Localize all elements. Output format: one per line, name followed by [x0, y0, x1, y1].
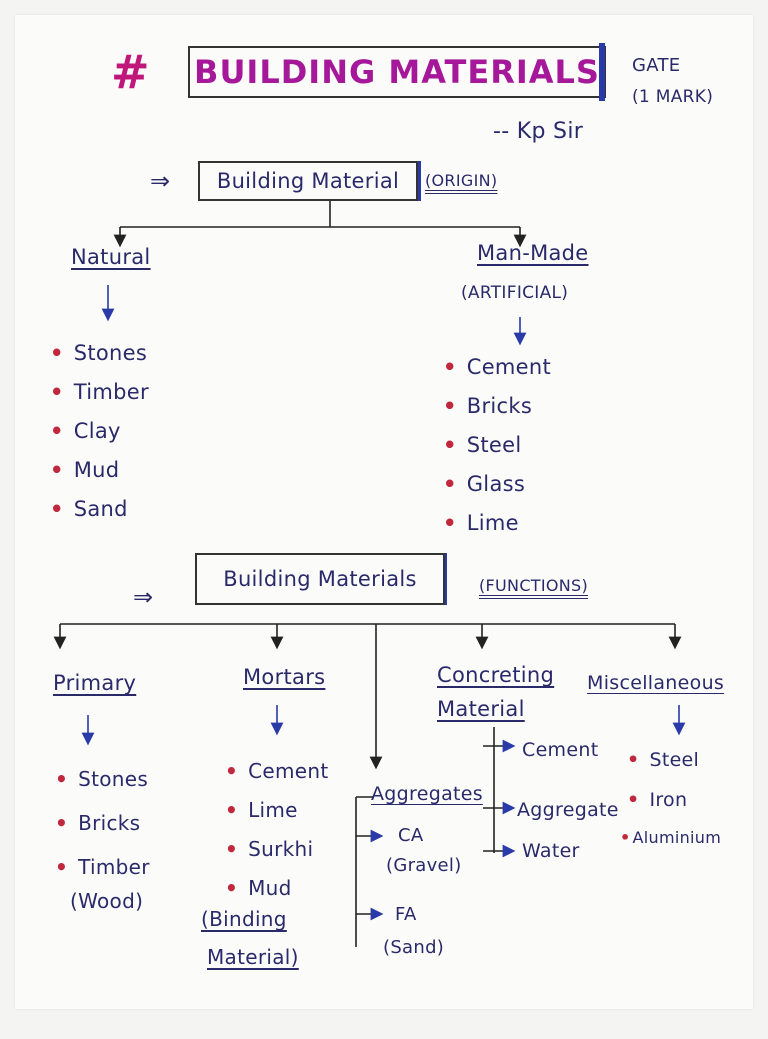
origin-qualifier: (ORIGIN) [425, 171, 498, 190]
functions-box: Building Materials [195, 553, 445, 605]
list-item: •Lime [443, 510, 519, 535]
page-title: BUILDING MATERIALS [194, 53, 600, 91]
list-item: •Mud [225, 875, 292, 900]
primary-list: •Stones •Bricks •Timber [55, 757, 150, 889]
aggregates-ca-note: (Gravel) [386, 855, 462, 876]
primary-note: (Wood) [70, 889, 144, 913]
misc-list: •Steel •Iron [627, 740, 699, 820]
origin-box-label: Building Material [216, 169, 400, 193]
author-label: -- Kp Sir [493, 119, 584, 144]
mortars-note-line1: (Binding [201, 907, 287, 931]
functions-qualifier: (FUNCTIONS) [479, 576, 589, 595]
concreting-item-water: Water [522, 840, 580, 862]
natural-heading: Natural [71, 245, 151, 269]
marks-label: (1 MARK) [632, 87, 714, 107]
misc-heading: Miscellaneous [587, 672, 725, 694]
concreting-item-aggregate: Aggregate [517, 799, 619, 821]
list-item: •Stones [55, 767, 149, 791]
mortars-heading: Mortars [243, 665, 326, 689]
concreting-item-cement: Cement [522, 739, 599, 761]
list-item: •Bricks [443, 393, 533, 418]
mortars-list: •Cement •Lime •Surkhi •Mud [225, 751, 328, 907]
exam-label: GATE [632, 55, 681, 76]
natural-list: •Stones •Timber •Clay •Mud •Sand [50, 333, 149, 528]
list-item: •Timber [50, 379, 149, 404]
concreting-heading-line2: Material [437, 697, 525, 721]
list-item: •Mud [50, 457, 120, 482]
origin-box: Building Material [198, 161, 418, 201]
aggregates-ca: CA [398, 825, 424, 846]
list-item: •Glass [443, 471, 526, 496]
hash-symbol: # [111, 45, 150, 99]
aggregates-fa: FA [395, 904, 417, 925]
aggregates-heading: Aggregates [371, 783, 483, 805]
primary-heading: Primary [53, 671, 137, 695]
manmade-heading: Man-Made [477, 241, 589, 265]
title-box: BUILDING MATERIALS [188, 46, 606, 98]
mortars-note-line2: Material) [207, 945, 299, 969]
origin-arrow: ⇒ [150, 167, 171, 195]
list-item: •Surkhi [225, 836, 314, 861]
tree-connectors [53, 161, 686, 947]
list-item: •Cement [225, 758, 329, 783]
manmade-subheading: (ARTIFICIAL) [461, 283, 569, 303]
concreting-heading-line1: Concreting [437, 663, 555, 687]
list-item: •Steel [627, 749, 700, 771]
list-item: •Aluminium [620, 828, 722, 847]
list-item: •Iron [627, 789, 688, 811]
list-item: •Timber [55, 855, 150, 879]
list-item: •Bricks [55, 811, 141, 835]
manmade-list: •Cement •Bricks •Steel •Glass •Lime [443, 347, 551, 542]
list-item: •Sand [50, 496, 128, 521]
list-item: •Cement [443, 354, 552, 379]
list-item: •Steel [443, 432, 522, 457]
title-accent-bar [599, 43, 605, 101]
list-item: •Clay [50, 418, 121, 443]
list-item: •Lime [225, 797, 298, 822]
functions-arrow: ⇒ [133, 583, 154, 611]
functions-box-label: Building Materials [223, 567, 417, 591]
list-item: •Stones [50, 340, 148, 365]
aggregates-fa-note: (Sand) [383, 937, 445, 958]
notebook-page: # BUILDING MATERIALS GATE (1 MARK) -- Kp… [15, 15, 753, 1009]
